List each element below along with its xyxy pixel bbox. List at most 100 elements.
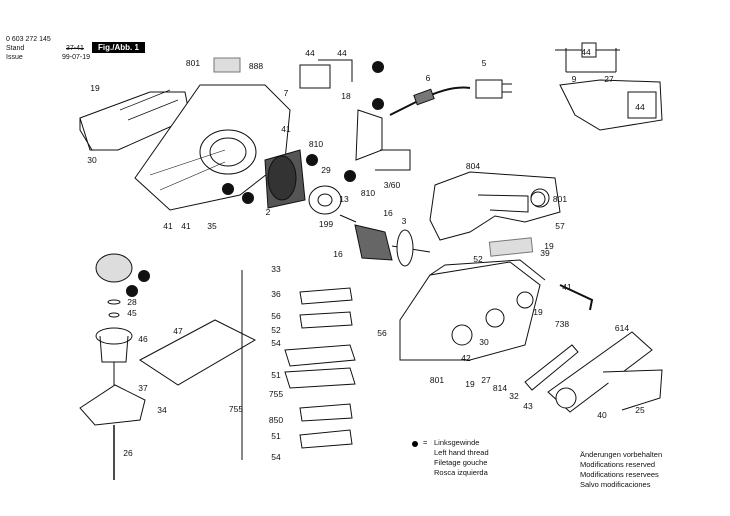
field-coil [264,149,342,215]
issue-value: 99-07-19 [62,54,91,61]
callout-6: 6 [426,73,431,83]
callout-57: 57 [555,221,565,231]
callout-755b: 755 [269,389,283,399]
callout-badge-C1 [372,98,384,110]
base-housing [399,259,546,361]
callout-46: 46 [138,334,148,344]
callout-badge-A2 [126,285,138,297]
legend-line-es: Rosca izquierda [434,468,488,477]
callout-45: 45 [127,308,137,318]
belt-cover [547,331,663,413]
legend-line-en: Left hand thread [434,448,489,457]
callout-888: 888 [249,61,263,71]
callout-47: 47 [173,326,183,336]
callout-26: 26 [123,448,133,458]
callout-801b: 801 [553,194,567,204]
callout-badge-B2 [344,170,356,182]
modification-notes: Änderungen vorbehalten Modifications res… [580,450,662,490]
callout-810a: 810 [361,188,375,198]
switch-wiring [299,59,411,171]
stand-value: 37-41 [66,45,84,52]
callout-9: 9 [572,74,577,84]
callout-801: 801 [186,58,200,68]
figure-badge: Fig./Abb. 1 [92,42,145,53]
callout-51b: 51 [271,431,281,441]
callout-7: 7 [284,88,289,98]
note-fr: Modifications reservees [580,470,659,479]
callout-36: 36 [271,289,281,299]
callout-44a: 44 [305,48,315,58]
callout-738: 738 [555,319,569,329]
power-cable [389,79,512,116]
callout-29: 29 [321,165,331,175]
legend-line-de: Linksgewinde [434,438,480,447]
callout-34: 34 [157,405,167,415]
callout-16a: 16 [383,208,393,218]
callout-A2: A [129,286,135,296]
callout-804: 804 [466,161,480,171]
callout-badge-A1 [372,61,384,73]
callout-51a: 51 [271,370,281,380]
callout-32: 32 [509,391,519,401]
callout-19b: 19 [544,241,554,251]
legend-line-fr: Filetage gouche [434,458,488,467]
washer-57 [530,191,546,207]
issue-label: Issue [6,54,23,61]
callout-27b: 27 [604,74,614,84]
callout-30a: 30 [87,155,97,165]
callout-2: 2 [266,207,271,217]
callout-199: 199 [319,219,333,229]
callout-35: 35 [207,221,217,231]
left-thread-symbol [412,441,418,447]
callout-3: 3 [402,216,407,226]
callout-801c: 801 [430,375,444,385]
callout-C2: C [245,193,251,203]
callout-37: 37 [138,383,148,393]
callout-41d: 41 [562,282,572,292]
front-shoe [79,384,146,426]
callout-814: 814 [493,383,507,393]
callout-C1: C [375,99,381,109]
motor-housing [134,57,291,211]
callout-13: 13 [339,194,349,204]
callout-850: 850 [269,415,283,425]
drive-belt [524,344,579,391]
depth-knob [95,253,133,385]
callout-54b: 54 [271,452,281,462]
callout-B2: B [347,171,353,181]
callout-52b: 52 [473,254,483,264]
parking-plate [139,319,257,386]
callout-badge-C2 [242,192,254,204]
callout-41b: 41 [163,221,173,231]
callout-44c: 44 [635,102,645,112]
callout-3-60: 3/60 [384,180,401,190]
callout-27a: 27 [481,375,491,385]
callout-44b: 44 [337,48,347,58]
callout-5: 5 [482,58,487,68]
callout-16b: 16 [333,249,343,259]
callout-755a: 755 [229,404,243,414]
callout-badge-B1 [306,154,318,166]
callout-52a: 52 [271,325,281,335]
callout-56b: 56 [377,328,387,338]
callout-25: 25 [635,405,645,415]
callout-19c: 19 [533,307,543,317]
callout-33: 33 [271,264,281,274]
callout-D2: D [141,271,147,281]
hex-key [559,284,594,311]
callout-19: 19 [90,83,100,93]
callout-B1: B [309,155,315,165]
callout-810b: 810 [309,139,323,149]
callout-28: 28 [127,297,137,307]
callout-D1: D [225,184,231,194]
callout-43: 43 [523,401,533,411]
callout-56a: 56 [271,311,281,321]
stand-label: Stand [6,45,25,52]
callout-54a: 54 [271,338,281,348]
callout-614: 614 [615,323,629,333]
armature [339,214,431,267]
callout-A1: A [375,62,381,72]
blade-drum [241,270,356,460]
